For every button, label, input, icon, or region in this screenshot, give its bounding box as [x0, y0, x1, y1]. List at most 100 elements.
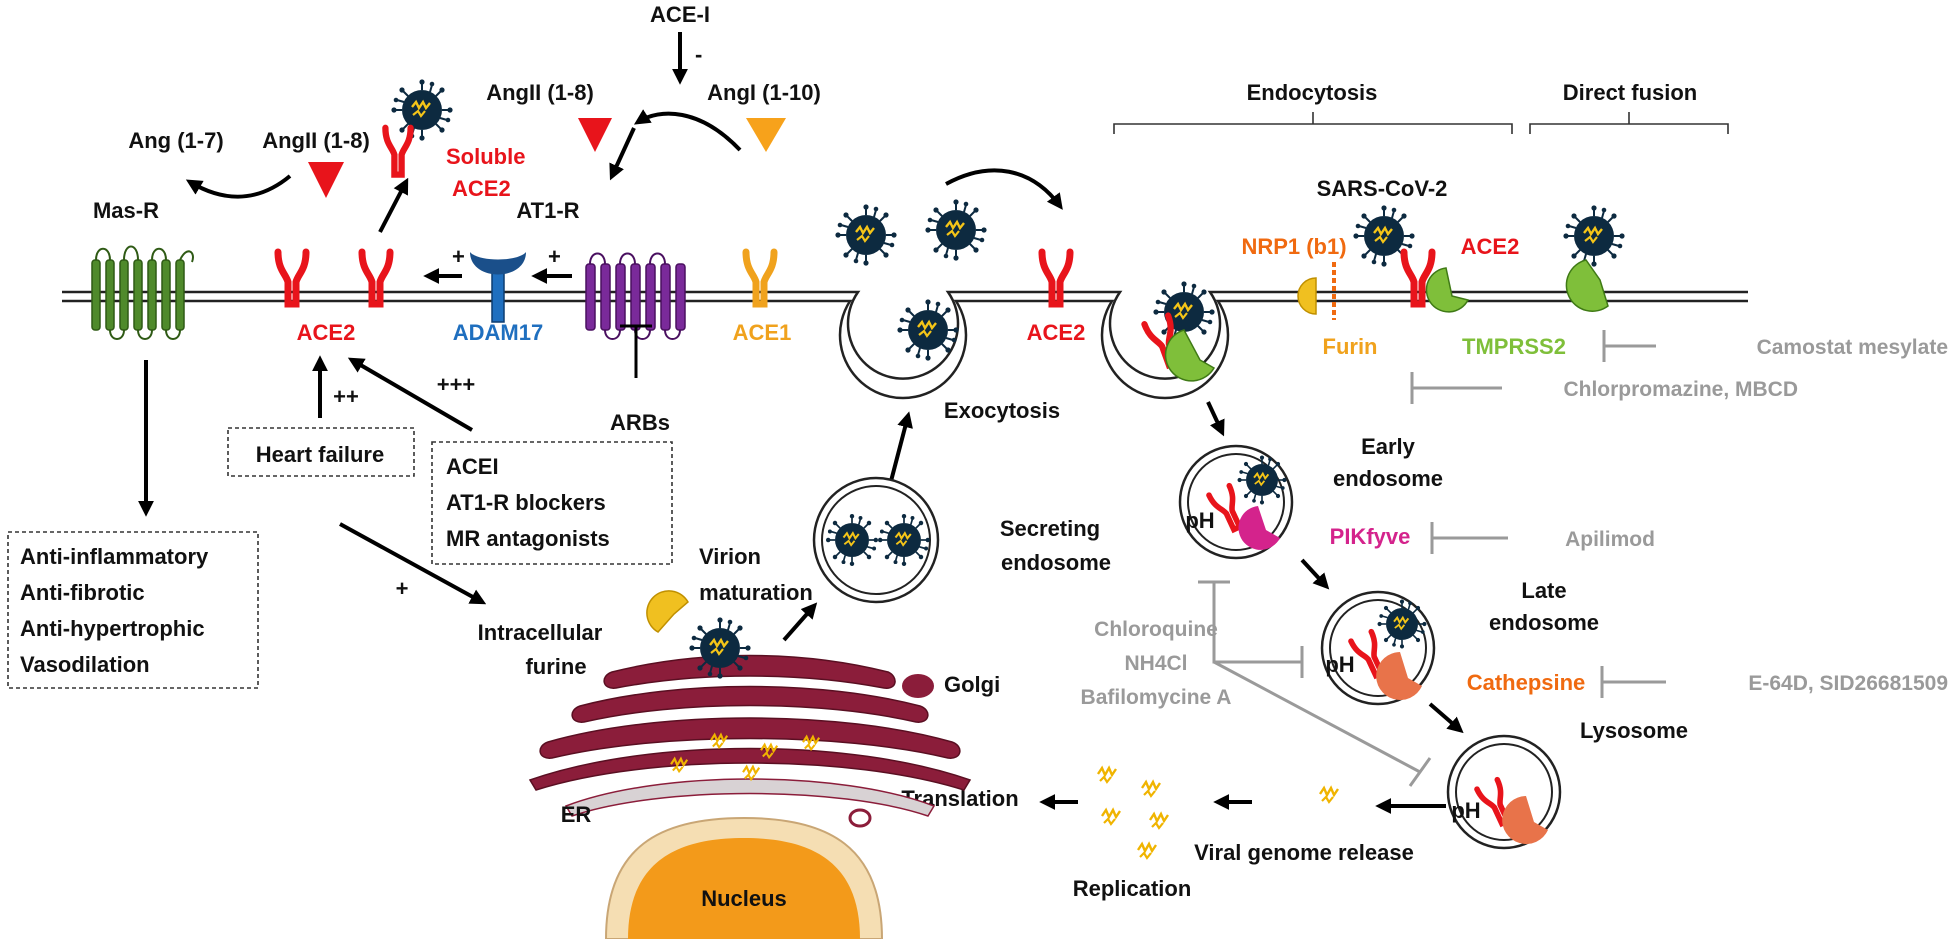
soluble-ace2-icon: [385, 128, 410, 175]
drugs-box: [431, 441, 673, 565]
rna-released-icon: [1318, 786, 1340, 804]
endocytosis-bracket: [1113, 112, 1513, 134]
direct-fusion-label: Direct fusion: [1563, 80, 1697, 105]
acei-arrow: [347, 357, 474, 432]
pikfyve-label: PIKfyve: [1330, 524, 1411, 549]
ace1-receptor: [746, 252, 774, 304]
plus-3: +++: [437, 372, 476, 397]
ace2-receptor-2: [362, 252, 390, 304]
virus-early-icon: [1236, 454, 1288, 506]
plus-plus: ++: [333, 384, 359, 409]
effects-box: [7, 531, 259, 689]
mr-antagonists-label: MR antagonists: [446, 526, 610, 551]
virus-exo-3: [896, 298, 960, 362]
virus-late-icon: [1376, 598, 1428, 650]
nucleus-label: Nucleus: [701, 886, 787, 911]
soluble-ace2-label: ACE2: [452, 176, 511, 201]
virus-sec-2: [876, 512, 932, 568]
virus-exo-1: [834, 203, 898, 267]
apilimod-label: Apilimod: [1565, 528, 1655, 551]
replication-label: Replication: [1073, 876, 1192, 901]
furin-label: Furin: [1323, 334, 1378, 359]
maturation-arrow: [782, 602, 818, 642]
heart-failure-box: [227, 427, 415, 477]
direct-fusion-bracket: [1529, 112, 1729, 134]
cathepsine-lyso-icon: [1502, 796, 1548, 844]
angii-left-label: AngII (1-8): [262, 128, 370, 153]
pikfyve-early-icon: [1238, 506, 1280, 550]
soluble-label: Soluble: [446, 144, 525, 169]
virus-golgi-icon: [688, 616, 752, 680]
angii-to-ang17-arrow: [185, 174, 292, 199]
golgi-vesicle: [902, 674, 934, 698]
anti-hypertrophic-label: Anti-hypertrophic: [20, 616, 205, 641]
ace2-left-label: ACE2: [297, 320, 356, 345]
shed-arrow: [378, 177, 409, 233]
ace-i-minus: -: [695, 42, 702, 67]
plus-1: +: [452, 244, 465, 269]
virus-sec-1: [824, 512, 880, 568]
angi-to-angii-arrow: [633, 109, 742, 152]
viral-release-label: Viral genome release: [1194, 840, 1414, 865]
virion-label: Virion: [699, 544, 761, 569]
angii-left-triangle: [308, 162, 344, 198]
furine-label: furine: [525, 654, 586, 679]
sars-label: SARS-CoV-2: [1317, 176, 1448, 201]
tmprss2-surface-icon: [1425, 267, 1470, 313]
cathepsine-label: Cathepsine: [1467, 670, 1586, 695]
early-endosome-inner: [1187, 453, 1285, 551]
virus-exo-2: [924, 198, 988, 262]
at1r-blockers-label: AT1-R blockers: [446, 490, 606, 515]
maturation-label: maturation: [699, 580, 813, 605]
heart-failure-furin-arrow: [339, 522, 487, 605]
angii-top-triangle: [578, 118, 612, 152]
nh4cl-label: NH4Cl: [1124, 652, 1187, 675]
ang17-label: Ang (1-7): [128, 128, 223, 153]
late-endosome-inner: [1329, 599, 1427, 697]
camostat-label: Camostat mesylate: [1757, 336, 1948, 359]
virus-fusion-icon: [1562, 204, 1626, 268]
chloroquine-to-lyso-line: [1213, 660, 1421, 774]
vasodilation-label: Vasodilation: [20, 652, 150, 677]
endocytosis-label: Endocytosis: [1247, 80, 1378, 105]
angi-triangle: [746, 118, 786, 152]
at1-r-label: AT1-R: [516, 198, 579, 223]
golgi-label: Golgi: [944, 672, 1000, 697]
heart-failure-label: Heart failure: [256, 442, 384, 467]
ace-i-label: ACE-I: [650, 2, 710, 27]
mas-r-receptor: [91, 245, 194, 340]
tmprss2-fusion-icon: [1565, 259, 1609, 312]
endosome-sec-label: endosome: [1001, 550, 1111, 575]
angi-label: AngI (1-10): [707, 80, 821, 105]
lysosome-label: Lysosome: [1580, 718, 1688, 743]
cell-membrane: [62, 290, 1748, 400]
arbs-label: ARBs: [610, 410, 670, 435]
chloroquine-label: Chloroquine: [1094, 618, 1218, 641]
rna-replication-cluster: [1096, 766, 1170, 860]
at1-r-receptor: [585, 252, 686, 340]
acei-label: ACEI: [446, 454, 499, 479]
tmprss2-endo-icon: [1164, 329, 1216, 382]
angii-to-at1r-arrow: [609, 127, 636, 181]
angii-top-label: AngII (1-8): [486, 80, 594, 105]
er-vesicle: [848, 808, 872, 828]
endosome-late-label: endosome: [1489, 610, 1599, 635]
to-late-arrow: [1300, 558, 1330, 590]
anti-fibrotic-label: Anti-fibrotic: [20, 580, 145, 605]
chloroquine-lyso-bar: [1408, 757, 1432, 787]
tmprss2-label: TMPRSS2: [1462, 334, 1566, 359]
ace2-receptor-1: [278, 252, 306, 304]
chloroquine-to-late-line: [1212, 582, 1302, 664]
plus-bottom: +: [396, 576, 409, 601]
early-label: Early: [1361, 434, 1416, 459]
ph2-label: pH: [1325, 652, 1354, 677]
nrp1-icon: [1297, 262, 1336, 320]
intracellular-furin-icon: [646, 590, 689, 633]
exocytosis-label: Exocytosis: [944, 398, 1060, 423]
bafilomycine-label: Bafilomycine A: [1081, 686, 1232, 709]
adam17-protein: [470, 252, 526, 323]
adam17-label: ADAM17: [453, 320, 543, 345]
to-early-arrow: [1206, 401, 1225, 437]
nrp1-label: NRP1 (b1): [1241, 234, 1346, 259]
